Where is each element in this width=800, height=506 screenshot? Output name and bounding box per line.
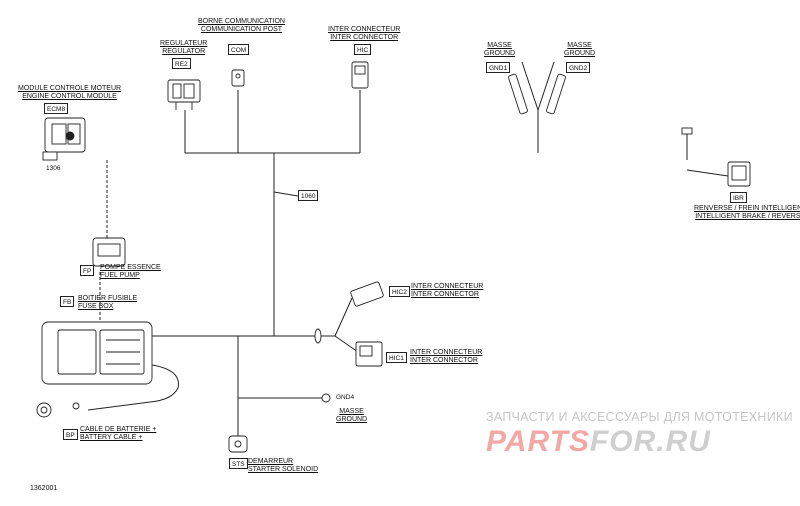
hic1-connector-icon [355, 341, 383, 367]
battery-cable-label: CABLE DE BATTERIE +BATTERY CABLE + [80, 426, 157, 441]
ibr-connector-icon [681, 127, 751, 187]
wire-gnd2 [537, 61, 555, 111]
hic-tag: HIC [354, 44, 372, 55]
gnd2-tag: GND2 [566, 62, 591, 73]
ground-terminal-icon [508, 73, 566, 115]
hic2-connector-icon [350, 281, 384, 307]
inline-connector-icon [314, 328, 322, 344]
drawing-number: 1362001 [30, 485, 58, 492]
wire-1060-leader [273, 191, 299, 197]
gnd1-tag: GND1 [486, 62, 511, 73]
watermark: ЗАПЧАСТИ И АКСЕССУАРЫ ДЛЯ МОТОТЕХНИКИ PA… [486, 410, 793, 458]
regulator-connector-icon [167, 79, 201, 110]
starter-solenoid-icon [228, 435, 248, 453]
hic1-tag: HIC1 [386, 352, 407, 363]
battery-cable-tag: BP [63, 429, 78, 440]
ecm-code: 1306 [46, 165, 61, 172]
watermark-tagline: ЗАПЧАСТИ И АКСЕССУАРЫ ДЛЯ МОТОТЕХНИКИ [486, 410, 793, 424]
fuse-box-icon [41, 321, 153, 385]
battery-cable-icon [36, 402, 80, 418]
com-post-icon [231, 69, 245, 87]
wire-hic1 [334, 335, 359, 353]
com-tag: COM [228, 44, 250, 55]
watermark-logo-part1: PARTS [486, 425, 590, 458]
ecm-connector-icon [42, 117, 86, 161]
hic2-tag: HIC2 [389, 286, 410, 297]
regulator-tag: RE2 [172, 58, 191, 69]
hic-connector-icon [351, 61, 369, 89]
wire-gnd1 [521, 61, 539, 111]
ibr-tag: IBR [730, 192, 747, 203]
fuel-pump-tag: FP [80, 265, 95, 276]
starter-solenoid-tag: STS [229, 458, 248, 469]
ecm-tag: ECM8 [44, 103, 69, 114]
watermark-logo: PARTSFOR.RU [486, 426, 786, 458]
fuse-box-tag: FB [60, 296, 75, 307]
wire-hic2 [334, 297, 353, 337]
gnd4-tag: GND4 [336, 394, 355, 401]
harness-code-tag: 1060 [298, 190, 319, 201]
watermark-logo-part2: FOR.RU [589, 425, 711, 458]
fuel-pump-connector-icon [92, 237, 126, 267]
gnd4-terminal-icon [321, 393, 331, 403]
wire-battery [87, 364, 179, 411]
